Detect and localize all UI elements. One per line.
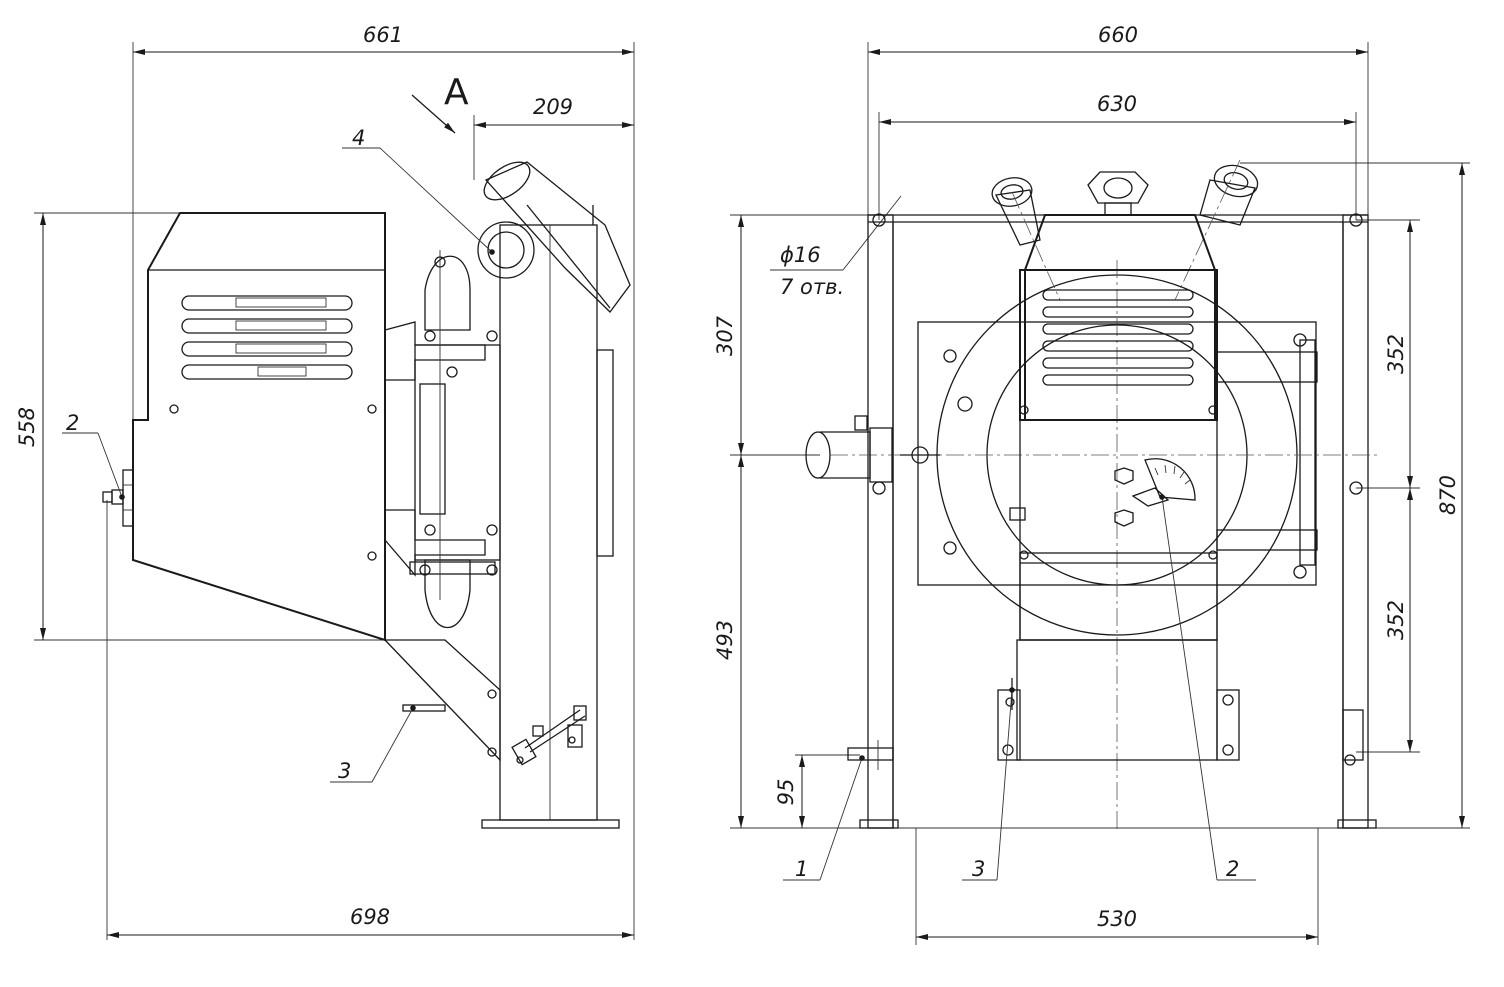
dim-558: 558 [15, 213, 46, 640]
motor-assembly [384, 250, 501, 629]
dim-698: 698 [107, 905, 634, 938]
dim-352-top: 352 [1384, 220, 1413, 488]
dim-307: 307 [713, 215, 744, 455]
dim-352-bottom: 352 [1384, 488, 1413, 752]
stand-frame [481, 205, 620, 829]
hole-diameter-label: ϕ16 [780, 243, 821, 267]
hole-count-label: 7 отв. [780, 275, 844, 299]
inlet-pipe [477, 161, 631, 313]
callout-2-right-label: 2 [1226, 857, 1239, 881]
side-view: 661 209 558 698 A [15, 23, 635, 940]
dim-558-label: 558 [15, 407, 39, 447]
dim-870-label: 870 [1436, 475, 1460, 515]
dim-352-bottom-label: 352 [1384, 600, 1408, 640]
top-outlets [991, 159, 1259, 301]
dim-660: 660 [868, 23, 1368, 55]
front-view: 660 630 530 307 493 95 352 [713, 23, 1470, 945]
linkage [511, 705, 587, 766]
callout-4-left: 4 [342, 126, 495, 255]
hole-note: ϕ16 7 отв. [770, 195, 902, 299]
motor-front [830, 260, 1380, 830]
bottom-chute [847, 639, 1364, 770]
callout-1-label: 1 [795, 857, 808, 881]
dim-95: 95 [774, 755, 805, 828]
callout-2-right: 2 [1159, 494, 1256, 881]
dim-698-label: 698 [350, 905, 390, 929]
dim-493: 493 [713, 455, 744, 828]
callout-3-right-label: 3 [972, 857, 985, 881]
dim-352-top-label: 352 [1384, 334, 1408, 374]
stand-frame-front [859, 213, 1377, 829]
dim-870: 870 [1436, 163, 1465, 828]
dim-530-label: 530 [1097, 907, 1137, 931]
callout-3-right: 3 [962, 687, 1015, 881]
dim-530: 530 [916, 907, 1318, 940]
callout-2-left: 2 [62, 411, 125, 500]
dim-661-label: 661 [363, 23, 403, 47]
hopper [383, 639, 501, 762]
dim-661: 661 [133, 23, 634, 55]
fan-housing-front [1009, 214, 1218, 641]
dim-209-label: 209 [533, 95, 573, 119]
dim-493-label: 493 [713, 620, 737, 660]
damper-gauge [1114, 458, 1196, 527]
callout-3-label: 3 [338, 759, 351, 783]
callout-3-left: 3 [330, 705, 416, 783]
side-inlet-pipe [805, 415, 940, 483]
dim-660-label: 660 [1098, 23, 1138, 47]
fan-housing [102, 212, 386, 642]
view-arrow-a: A [411, 72, 469, 134]
dim-307-label: 307 [713, 315, 737, 356]
callout-1-right: 1 [783, 755, 865, 881]
dim-630-label: 630 [1097, 92, 1137, 116]
dim-630: 630 [879, 92, 1356, 125]
callout-2-label: 2 [66, 411, 79, 435]
dim-95-label: 95 [774, 779, 798, 806]
dim-209: 209 [474, 95, 634, 128]
callout-4-label: 4 [352, 126, 365, 150]
view-label: A [444, 72, 469, 113]
